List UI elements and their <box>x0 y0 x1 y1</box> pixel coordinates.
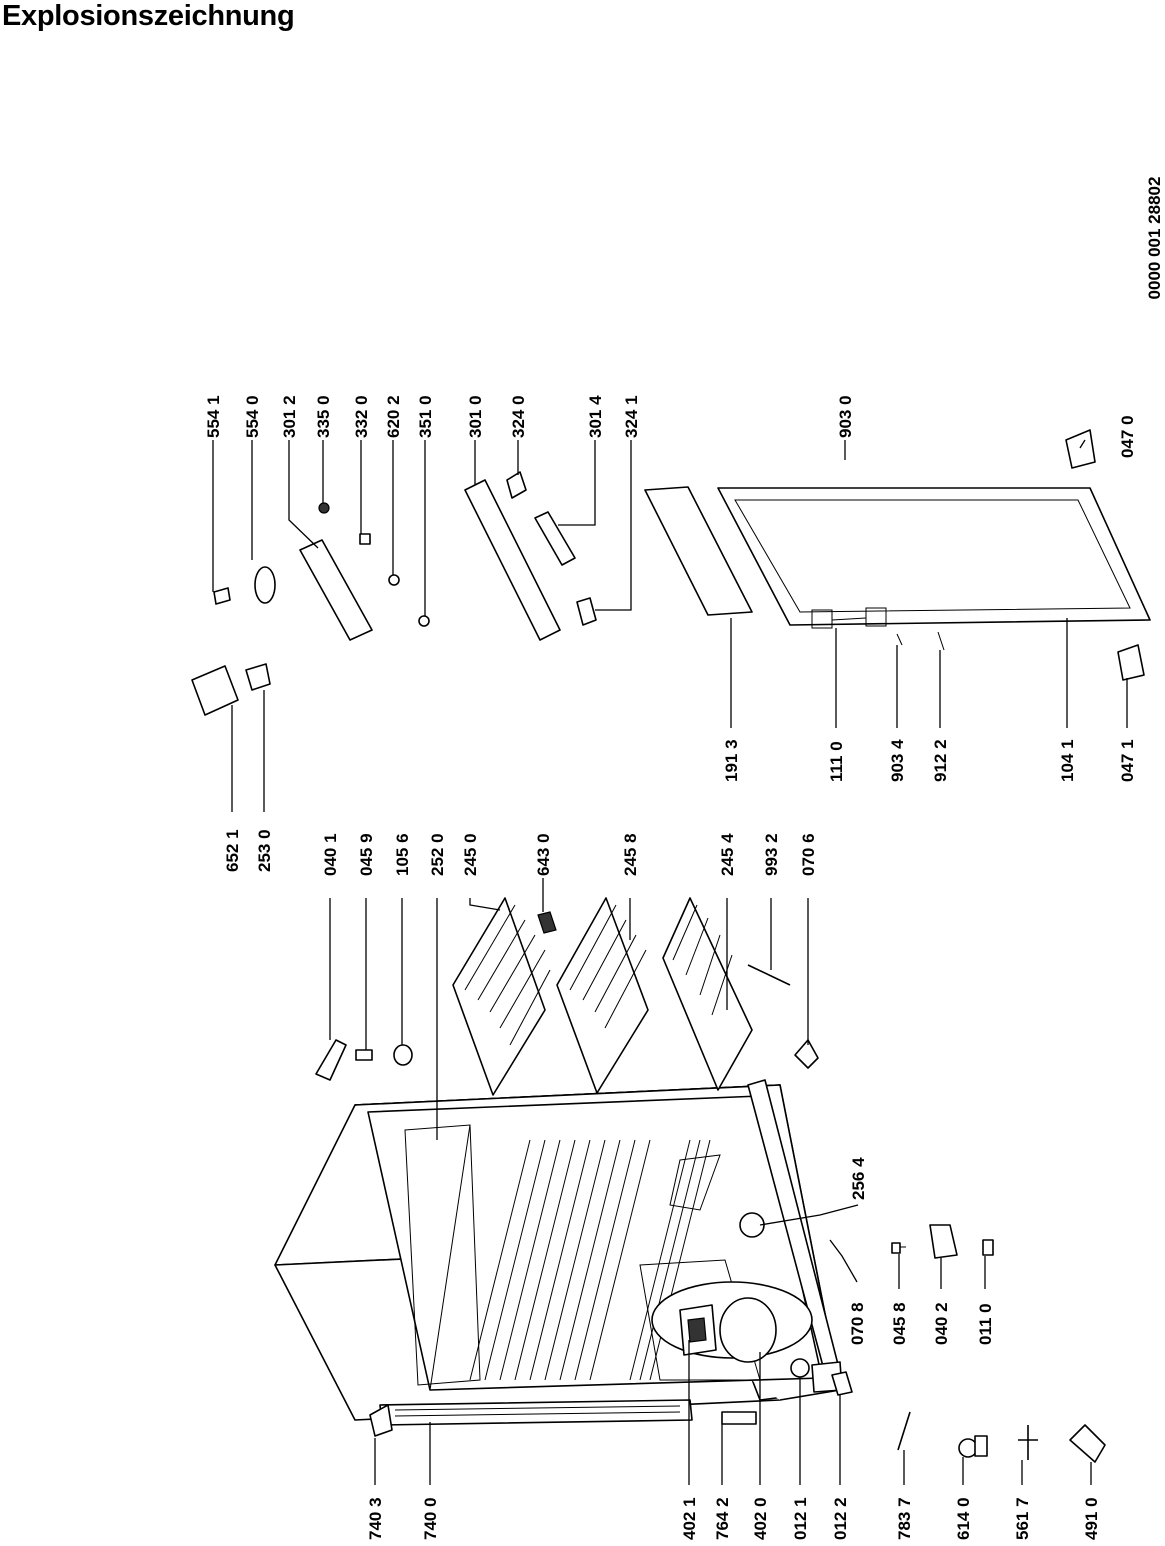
leader-lines <box>212 439 1128 1485</box>
condenser-grille <box>369 1399 693 1437</box>
part-label-191-3: 191 3 <box>722 739 741 782</box>
part-label-301-0: 301 0 <box>466 395 485 438</box>
small-components-left <box>739 1212 994 1396</box>
part-label-104-1: 104 1 <box>1058 739 1077 782</box>
inner-rails <box>469 1139 651 1381</box>
part-label-993-2: 993 2 <box>762 833 781 876</box>
part-label-491-0: 491 0 <box>1082 1497 1101 1540</box>
part-label-252-0: 252 0 <box>428 833 447 876</box>
part-label-070-6: 070 6 <box>799 833 818 876</box>
part-label-111-0: 111 0 <box>827 741 846 782</box>
small-mid-parts <box>315 911 819 1081</box>
part-label-245-4: 245 4 <box>718 833 737 876</box>
part-label-012-2: 012 2 <box>831 1497 850 1540</box>
part-label-301-2: 301 2 <box>280 395 299 438</box>
part-label-402-1: 402 1 <box>680 1497 699 1540</box>
part-label-011-0: 011 0 <box>976 1303 995 1345</box>
part-label-561-7: 561 7 <box>1013 1497 1032 1540</box>
cabinet-body <box>274 1084 841 1421</box>
part-label-256-4: 256 4 <box>849 1157 868 1200</box>
part-label-620-2: 620 2 <box>384 395 403 438</box>
part-label-253-0: 253 0 <box>255 829 274 872</box>
document-number: 0000 001 28802 <box>1145 177 1164 300</box>
part-label-643-0: 643 0 <box>534 833 553 876</box>
part-label-764-2: 764 2 <box>713 1497 732 1540</box>
part-label-245-0: 245 0 <box>461 833 480 876</box>
part-label-402-0: 402 0 <box>751 1497 770 1540</box>
part-label-324-0: 324 0 <box>509 395 528 438</box>
compressor <box>651 1281 813 1425</box>
part-label-740-0: 740 0 <box>421 1497 440 1540</box>
part-label-903-4: 903 4 <box>888 739 907 782</box>
part-label-012-1: 012 1 <box>791 1497 810 1540</box>
shelf-245-8 <box>556 897 649 1094</box>
part-label-040-2: 040 2 <box>932 1302 951 1345</box>
control-panel <box>191 429 1145 716</box>
part-label-652-1: 652 1 <box>223 829 242 872</box>
bottom-parts <box>897 1411 1106 1463</box>
part-label-554-0: 554 0 <box>243 395 262 438</box>
part-label-740-3: 740 3 <box>366 1497 385 1540</box>
part-label-554-1: 554 1 <box>204 395 223 438</box>
part-label-047-0: 047 0 <box>1118 415 1137 458</box>
part-label-070-8: 070 8 <box>848 1302 867 1345</box>
part-label-245-8: 245 8 <box>621 833 640 876</box>
shelf-245-4 <box>662 897 753 1091</box>
part-label-912-2: 912 2 <box>931 739 950 782</box>
page-title: Explosionszeichnung <box>2 0 295 32</box>
door-panel <box>644 486 1151 629</box>
part-label-324-1: 324 1 <box>622 395 641 438</box>
part-label-301-4: 301 4 <box>586 395 605 438</box>
part-number-labels: 554 1 554 0 301 2 335 0 332 0 620 2 351 … <box>204 395 1137 1540</box>
part-label-105-6: 105 6 <box>393 833 412 876</box>
part-label-047-1: 047 1 <box>1118 739 1137 782</box>
part-label-335-0: 335 0 <box>314 395 333 438</box>
part-label-040-1: 040 1 <box>321 833 340 876</box>
part-label-903-0: 903 0 <box>836 395 855 438</box>
shelf-245-0 <box>452 897 551 1096</box>
part-label-332-0: 332 0 <box>352 395 371 438</box>
part-label-783-7: 783 7 <box>895 1497 914 1540</box>
part-label-351-0: 351 0 <box>416 395 435 438</box>
part-label-045-8: 045 8 <box>890 1302 909 1345</box>
part-label-614-0: 614 0 <box>954 1497 973 1540</box>
part-label-045-9: 045 9 <box>357 833 376 876</box>
